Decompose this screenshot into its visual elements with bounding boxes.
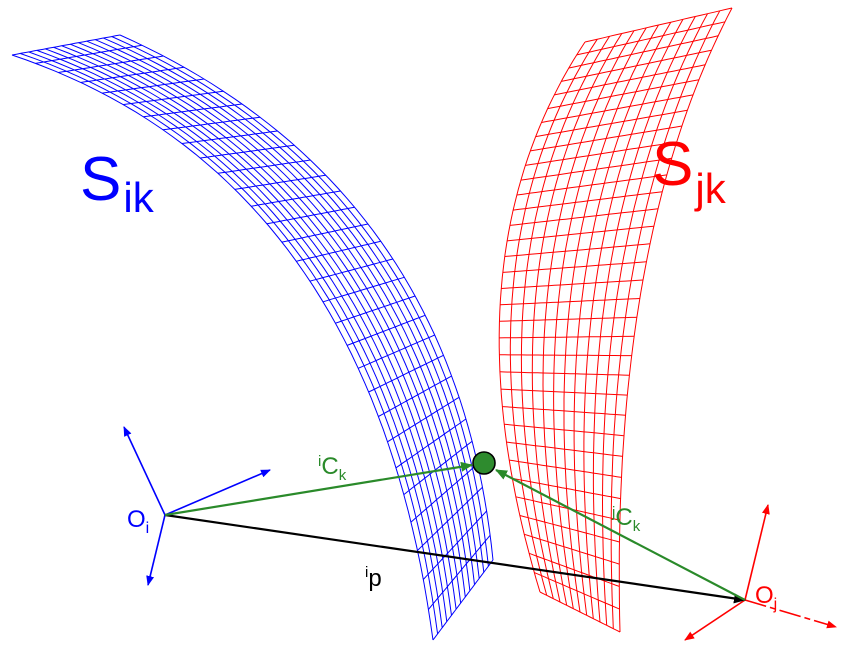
surface-i-mesh-line — [417, 486, 483, 551]
surface-i-mesh-line — [78, 42, 471, 591]
frame-j-axis-up — [744, 504, 770, 601]
surface-i-mesh-line — [266, 206, 355, 225]
surface-j-mesh-line — [542, 30, 635, 606]
surface-j-mesh — [498, 7, 733, 633]
surface-i-mesh-line — [378, 375, 452, 417]
surface-j-mesh-line — [592, 16, 696, 623]
frame-j-axes — [684, 504, 837, 641]
surface-i-mesh-line — [422, 510, 487, 580]
contact-vector-ic — [164, 461, 473, 517]
surface-i-mesh-line — [346, 314, 426, 346]
surface-i-mesh-line — [309, 258, 394, 282]
frame-j-axis-left — [684, 599, 746, 641]
frame-i-axes — [123, 426, 271, 586]
surface-i-mesh-line — [28, 51, 443, 628]
origin-i-label: Oi — [127, 506, 149, 537]
surface-i-mesh-line — [335, 295, 416, 324]
surface-i-mesh-line — [296, 240, 381, 262]
surface-i-mesh-line — [234, 174, 326, 190]
surface-i-mesh-line — [94, 39, 480, 579]
surface-j-label: Sjk — [652, 130, 727, 212]
vector-ic-label: iCk — [318, 453, 347, 484]
frame-i-axis-down — [146, 514, 166, 586]
surface-i-mesh-line — [181, 130, 278, 144]
surface-j-mesh-line — [583, 19, 684, 619]
frame-i-axis-right — [164, 469, 271, 516]
surface-i-mesh-line — [387, 396, 460, 443]
surface-i-label: Sik — [80, 145, 155, 221]
surface-i-mesh-line — [200, 144, 295, 159]
contact-vector-jc — [495, 469, 746, 601]
surface-i-mesh-line — [143, 103, 243, 118]
surface-i-mesh-line — [119, 34, 494, 561]
surface-j-mesh-line — [531, 33, 623, 603]
surface-i-mesh-line — [322, 276, 405, 303]
surface-i-mesh-line — [162, 116, 261, 131]
surface-j-mesh-line — [509, 38, 598, 596]
surface-i-mesh-line — [45, 48, 452, 616]
surface-i-mesh — [11, 34, 494, 641]
surface-i-mesh-line — [123, 90, 224, 106]
surface-i-mesh-line — [103, 37, 485, 573]
vector-jc-label: jCk — [611, 504, 641, 535]
surface-i-mesh-line — [217, 159, 311, 174]
surface-i-mesh-line — [35, 44, 143, 64]
frame-i-axis-up — [123, 426, 166, 516]
surface-j-mesh-line — [498, 41, 586, 593]
surface-i-mesh-line — [20, 53, 439, 634]
surface-i-mesh-line — [58, 55, 164, 73]
surface-i-mesh-line — [403, 440, 473, 495]
vector-p-label: ip — [365, 564, 382, 592]
surface-i-mesh-line — [36, 49, 448, 622]
surface-i-mesh-line — [70, 43, 466, 597]
surface-i-mesh-line — [111, 36, 489, 567]
surface-j-mesh-line — [573, 21, 672, 616]
surface-i-mesh-line — [251, 190, 341, 207]
surface-i-mesh-line — [395, 418, 467, 469]
surface-i-mesh-line — [357, 334, 435, 369]
surface-i-mesh-line — [53, 46, 457, 610]
surface-i-mesh-line — [410, 463, 478, 523]
surface-i-mesh-line — [281, 223, 369, 243]
surface-j-mesh-line — [618, 7, 733, 633]
origin-j-label: Oj — [755, 582, 777, 613]
surface-i-mesh-line — [368, 354, 444, 393]
surface-j-mesh-line — [610, 10, 721, 629]
frame-j-axis-right — [744, 599, 837, 629]
surface-i-mesh-line — [11, 54, 434, 641]
surface-i-mesh-line — [11, 34, 121, 56]
position-vector-p — [164, 513, 746, 604]
surface-i-mesh-line — [102, 78, 205, 94]
surface-j-mesh-line — [520, 36, 610, 599]
surface-i-mesh-line — [80, 66, 185, 83]
surface-j-mesh-line — [563, 24, 659, 613]
surface-i-mesh-line — [432, 559, 494, 641]
surface-i-mesh-line — [86, 40, 475, 585]
surface-j-mesh-line — [553, 27, 647, 609]
contact-point — [472, 451, 496, 475]
surface-i-mesh-line — [428, 534, 491, 610]
surface-j-mesh-line — [601, 13, 708, 626]
